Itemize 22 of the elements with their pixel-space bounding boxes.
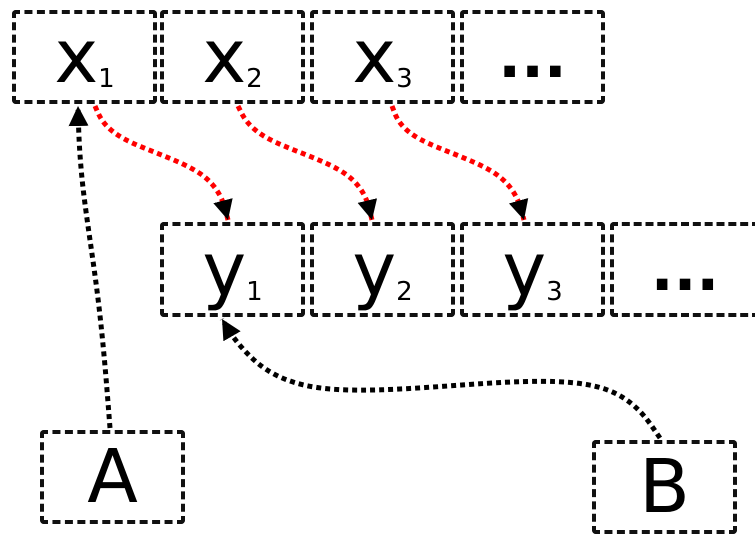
- dashed-box: [160, 10, 305, 104]
- dotted-arrow: [92, 104, 233, 221]
- dashed-box: [460, 10, 605, 104]
- dotted-arrow: [220, 318, 662, 440]
- dashed-box: [40, 430, 185, 524]
- dashed-box: [12, 10, 157, 104]
- dashed-box: [310, 222, 455, 317]
- node-label: B: [639, 450, 690, 524]
- node-label: x$_{3}$: [352, 20, 413, 94]
- node-label: A: [87, 440, 138, 514]
- node-label: ...: [650, 240, 720, 300]
- node-label: x$_{1}$: [54, 20, 115, 94]
- dotted-arrow: [390, 105, 528, 221]
- dashed-box: [610, 222, 755, 317]
- dashed-box: [460, 222, 605, 317]
- dotted-arrow: [68, 106, 112, 428]
- dashed-box: [592, 440, 737, 534]
- dotted-arrow: [236, 104, 378, 221]
- dashed-box: [160, 222, 305, 317]
- dashed-box: [310, 10, 455, 104]
- node-label: x$_{2}$: [202, 20, 263, 94]
- node-label: ...: [498, 27, 567, 87]
